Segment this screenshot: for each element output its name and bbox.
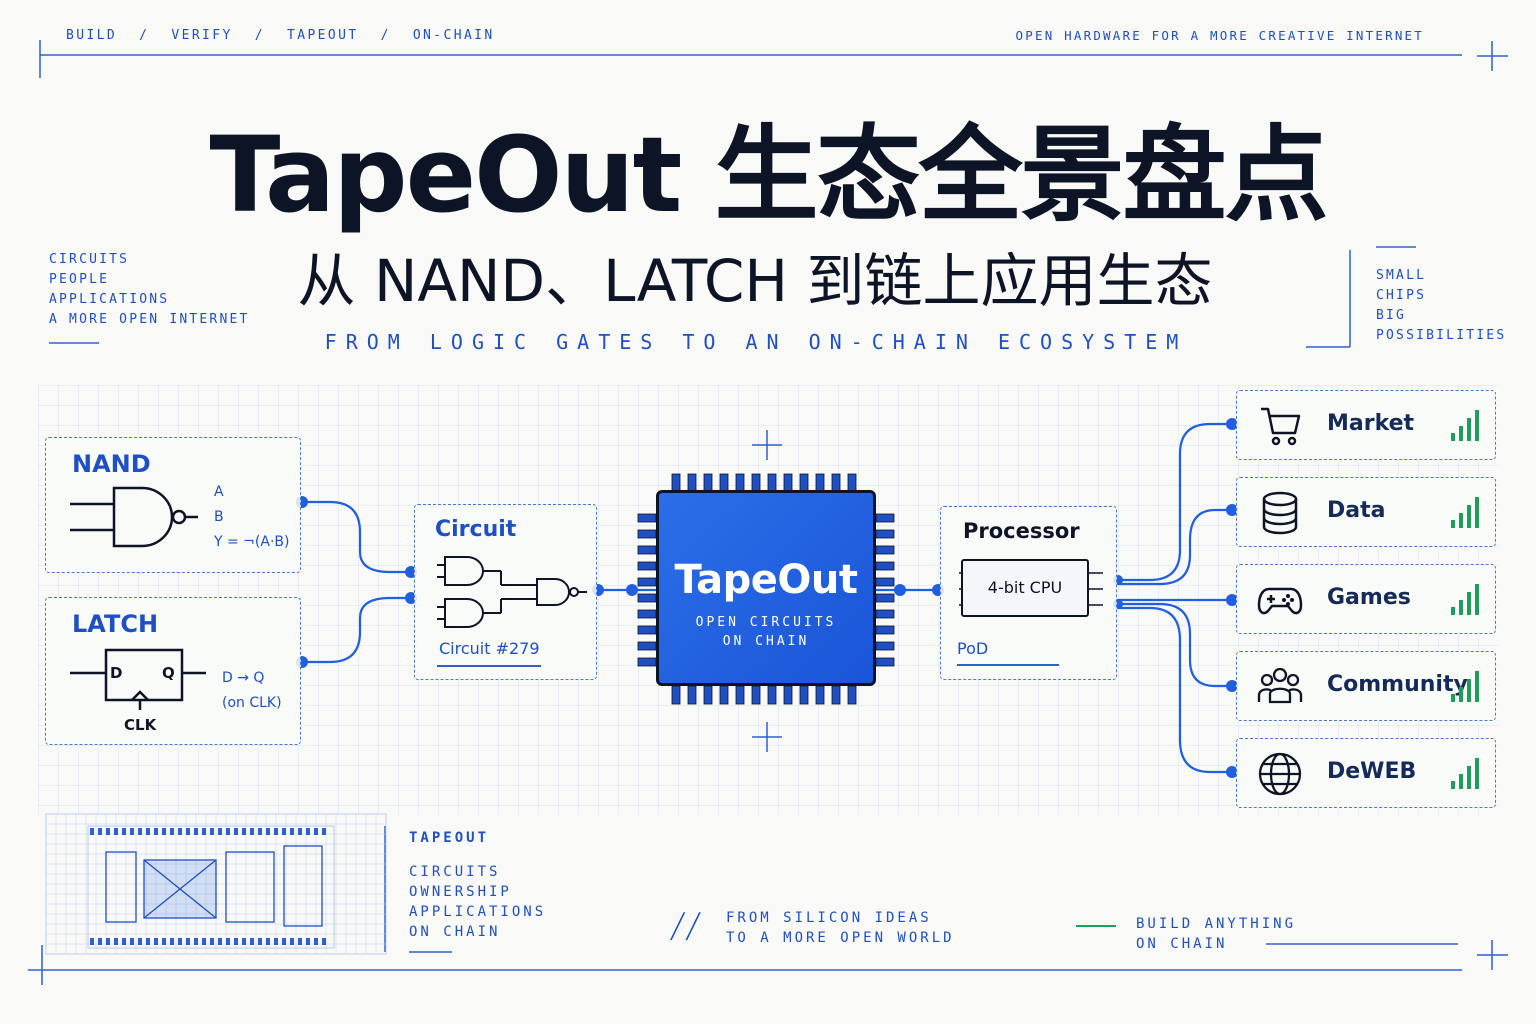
circuit-gates-icon [437, 556, 587, 628]
nand-label-a: A [214, 484, 224, 500]
latch-q-label: Q [162, 664, 175, 682]
chip-sub-line: ON CHAIN [722, 634, 810, 649]
nav-separator: / [380, 28, 391, 43]
header-tagline: OPEN HARDWARE FOR A MORE CREATIVE INTERN… [1015, 28, 1424, 43]
nand-title: NAND [72, 450, 151, 478]
latch-title: LATCH [72, 610, 159, 638]
cpu-chip: 4-bit CPU [961, 559, 1089, 617]
processor-caption: PoD [957, 639, 989, 658]
page-title: TapeOut 生态全景盘点 [209, 114, 1328, 236]
circuit-card: Circuit Circuit #279 [414, 504, 597, 680]
app-card-games[interactable]: Games [1236, 564, 1496, 634]
processor-title: Processor [963, 519, 1080, 543]
nand-io-labels: A B Y = ¬(A·B) [214, 480, 289, 555]
nav-separator: / [139, 28, 150, 43]
nav-item-tapeout[interactable]: TAPEOUT [286, 28, 359, 43]
circuit-caption: Circuit #279 [439, 639, 540, 658]
bottom-col-right: BUILD ANYTHING ON CHAIN [1136, 914, 1296, 954]
nand-gate-icon [70, 486, 198, 548]
app-card-deweb[interactable]: DeWEB [1236, 738, 1496, 808]
side-right-item: SMALL [1376, 268, 1427, 283]
signal-bars-icon [1451, 410, 1479, 441]
bottom-list-item: CIRCUITS [409, 864, 501, 880]
app-label-deweb: DeWEB [1327, 759, 1417, 784]
latch-clk-label: CLK [124, 716, 157, 734]
signal-bars-icon [1451, 497, 1479, 528]
processor-card: Processor 4-bit CPU PoD [940, 506, 1117, 680]
side-list-left: CIRCUITS PEOPLE APPLICATIONS A MORE OPEN… [49, 250, 250, 330]
nand-label-y: Y = ¬(A·B) [214, 534, 290, 550]
people-icon [1257, 667, 1303, 704]
app-card-data[interactable]: Data [1236, 477, 1496, 547]
app-label-games: Games [1327, 585, 1411, 610]
bottom-heading: TAPEOUT [409, 830, 490, 846]
nav-item-on-chain[interactable]: ON-CHAIN [412, 28, 495, 43]
app-label-market: Market [1327, 411, 1415, 436]
latch-card: LATCH D Q CLK D → Q (on CLK) [45, 597, 301, 745]
side-left-item: A MORE OPEN INTERNET [49, 312, 250, 327]
page-subtitle: 从 NAND、LATCH 到链上应用生态 [297, 247, 1213, 315]
app-label-data: Data [1327, 498, 1386, 523]
tapeout-chip[interactable]: TapeOut OPEN CIRCUITS ON CHAIN [656, 490, 876, 686]
gamepad-icon [1257, 587, 1303, 615]
app-label-community: Community [1327, 672, 1468, 697]
latch-d-label: D [110, 664, 123, 682]
latch-desc-line: (on CLK) [222, 695, 282, 711]
latch-symbol-icon [70, 648, 206, 710]
side-right-item: CHIPS [1376, 288, 1427, 303]
globe-icon [1258, 752, 1302, 796]
chip-sub-line: OPEN CIRCUITS [695, 615, 837, 630]
cpu-label: 4-bit CPU [987, 578, 1063, 597]
nav-item-build[interactable]: BUILD [66, 28, 118, 43]
side-left-item: PEOPLE [49, 272, 110, 287]
top-nav: BUILD / VERIFY / TAPEOUT / ON-CHAIN [66, 28, 495, 43]
bottom-mid-line: TO A MORE OPEN WORLD [726, 930, 955, 946]
bottom-right-line: ON CHAIN [1136, 936, 1228, 952]
side-list-right: SMALL CHIPS BIG POSSIBILITIES [1376, 266, 1506, 346]
bottom-col-left: TAPEOUT CIRCUITS OWNERSHIP APPLICATIONS … [409, 828, 546, 942]
app-card-community[interactable]: Community [1236, 651, 1496, 721]
side-left-item: CIRCUITS [49, 252, 130, 267]
nand-card: NAND A B Y = ¬(A·B) [45, 437, 301, 573]
latch-desc: D → Q (on CLK) [222, 666, 282, 716]
side-right-item: BIG [1376, 308, 1407, 323]
database-icon [1262, 491, 1298, 535]
chip-die-illustration [45, 813, 387, 955]
page-subtitle-en: FROM LOGIC GATES TO AN ON-CHAIN ECOSYSTE… [324, 330, 1188, 354]
side-left-item: APPLICATIONS [49, 292, 170, 307]
chip-title: TapeOut [674, 557, 858, 603]
circuit-title: Circuit [435, 517, 517, 542]
latch-desc-line: D → Q [222, 670, 265, 686]
nav-separator: / [254, 28, 265, 43]
bottom-list-item: ON CHAIN [409, 924, 501, 940]
bottom-list-item: OWNERSHIP [409, 884, 512, 900]
signal-bars-icon [1451, 671, 1479, 702]
app-card-market[interactable]: Market [1236, 390, 1496, 460]
bottom-right-line: BUILD ANYTHING [1136, 916, 1297, 932]
bottom-mid-line: FROM SILICON IDEAS [726, 910, 932, 926]
circuit-caption-underline [437, 665, 541, 667]
processor-caption-underline [957, 664, 1059, 666]
nav-item-verify[interactable]: VERIFY [171, 28, 233, 43]
chip-subtitle: OPEN CIRCUITS ON CHAIN [659, 613, 873, 651]
signal-bars-icon [1451, 584, 1479, 615]
side-right-item: POSSIBILITIES [1376, 328, 1507, 343]
signal-bars-icon [1451, 758, 1479, 789]
bottom-list-item: APPLICATIONS [409, 904, 547, 920]
nand-label-b: B [214, 509, 224, 525]
bottom-col-mid: FROM SILICON IDEAS TO A MORE OPEN WORLD [726, 908, 955, 948]
cart-icon [1261, 407, 1301, 446]
